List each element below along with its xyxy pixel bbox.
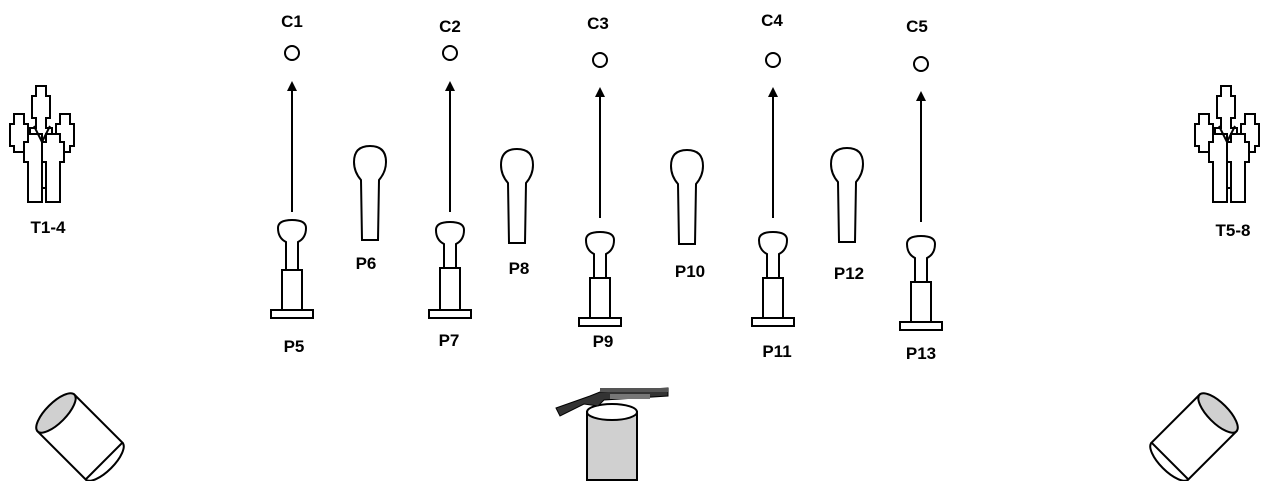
- silhouette-targets-right-icon: [1194, 85, 1260, 203]
- popper-label: P11: [762, 342, 791, 361]
- clay-circle-icon: [442, 45, 458, 61]
- plate-label: P12: [834, 264, 864, 283]
- popper-label: P13: [906, 344, 936, 363]
- popper-target-icon: [270, 218, 314, 319]
- clay-circle-icon: [284, 45, 300, 61]
- popper-label: P5: [284, 337, 305, 356]
- target-group-label-left: T1-4: [31, 218, 67, 237]
- clay-label: C1: [281, 12, 303, 31]
- target-group-label-right: T5-8: [1216, 221, 1251, 240]
- barrel-right-icon: [1149, 392, 1239, 481]
- clay-circle-icon: [765, 52, 781, 68]
- popper-label: P9: [593, 332, 614, 351]
- plate-label: P8: [509, 259, 530, 278]
- popper-target-icon: [578, 230, 622, 327]
- popper-target-icon: [428, 220, 472, 319]
- popper-target-icon: [899, 234, 943, 331]
- popper-target-icon: [751, 230, 795, 327]
- clay-circle-icon: [592, 52, 608, 68]
- silhouette-targets-left-icon: [9, 85, 75, 203]
- barrel-left-icon: [35, 392, 125, 481]
- popper-label: P7: [439, 331, 460, 350]
- plate-target-icon: [829, 146, 865, 243]
- barrel-center-icon: [586, 403, 638, 481]
- plate-target-icon: [499, 147, 535, 244]
- shotgun-icon: [555, 387, 669, 417]
- plate-target-icon: [669, 148, 705, 245]
- plate-label: P6: [356, 254, 377, 273]
- clay-label: C2: [439, 17, 461, 36]
- plate-target-icon: [352, 144, 388, 241]
- clay-circle-icon: [913, 56, 929, 72]
- clay-label: C3: [587, 14, 609, 33]
- plate-label: P10: [675, 262, 705, 281]
- clay-label: C5: [906, 17, 928, 36]
- clay-label: C4: [761, 11, 783, 30]
